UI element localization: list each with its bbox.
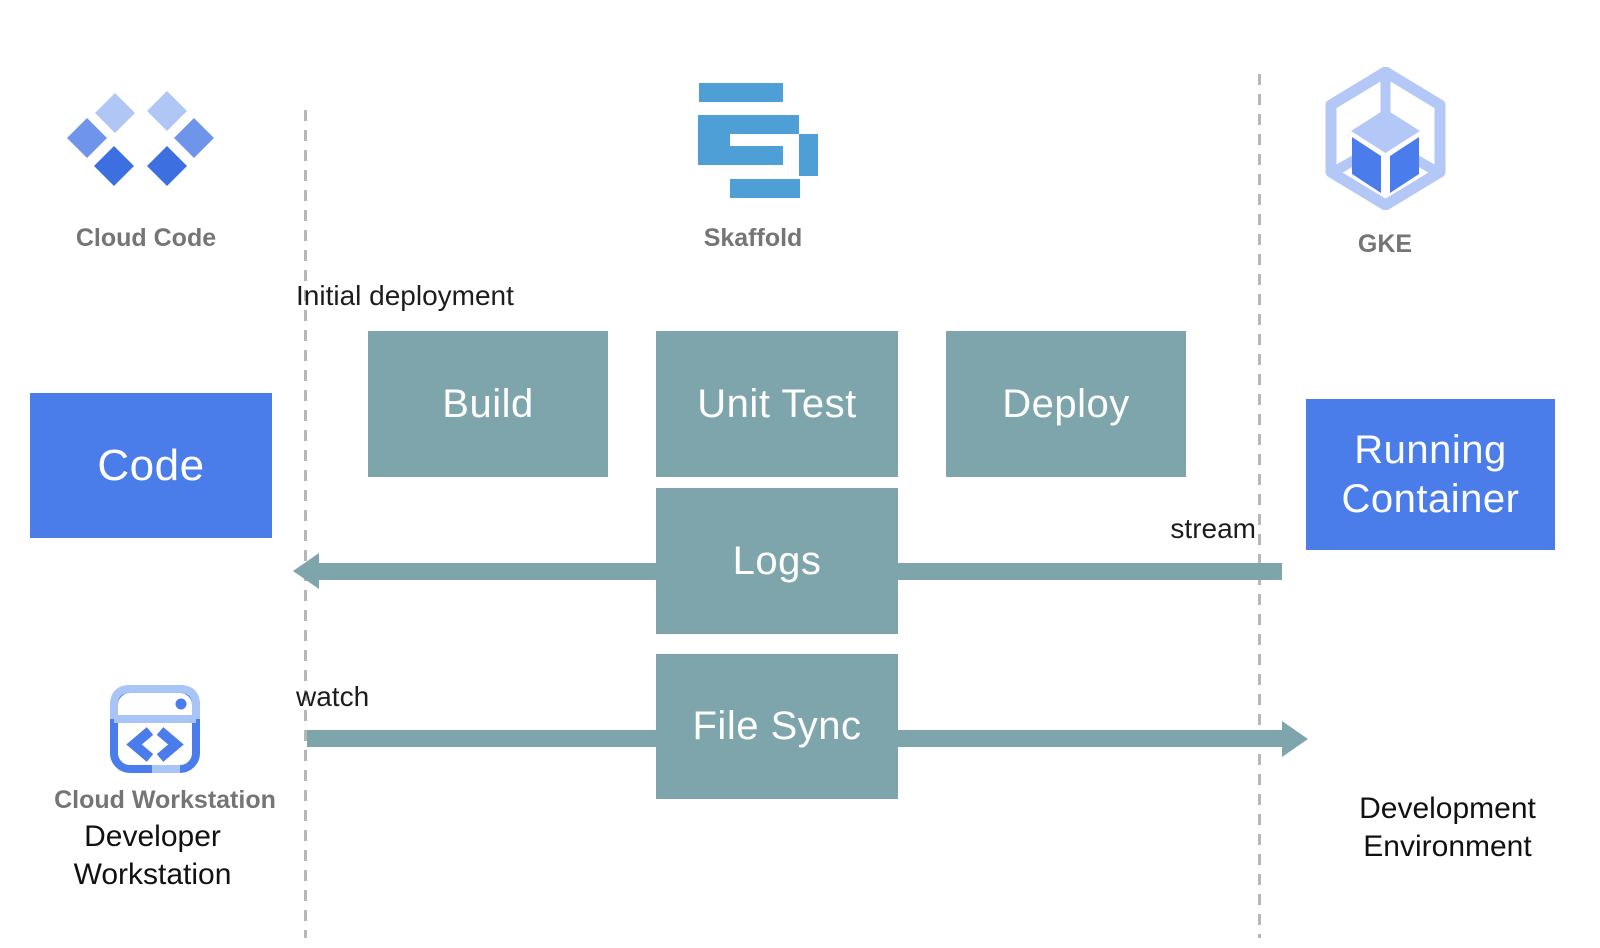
development-environment-label: Development Environment: [1359, 792, 1536, 864]
stream-label: stream: [1170, 513, 1256, 544]
cloud-workstation-label: Cloud Workstation: [54, 786, 276, 814]
file-sync-box: File Sync: [656, 654, 898, 799]
file-sync-arrowhead-right: [1282, 721, 1308, 757]
running-container-box: Running Container: [1306, 399, 1555, 550]
deploy-box-label: Deploy: [1002, 381, 1130, 426]
build-box-label: Build: [442, 381, 534, 426]
build-box: Build: [368, 331, 608, 477]
skaffold-icon: [698, 83, 818, 198]
cloud-code-label: Cloud Code: [75, 224, 217, 252]
unit-test-box-label: Unit Test: [697, 381, 857, 426]
running-container-box-label: Running Container: [1341, 427, 1520, 521]
logs-box-label: Logs: [732, 538, 822, 583]
initial-deployment-label: Initial deployment: [296, 280, 514, 311]
gke-icon: [1325, 67, 1446, 210]
gke-label: GKE: [1357, 230, 1413, 258]
column-divider-left: [304, 110, 307, 938]
deploy-box: Deploy: [946, 331, 1186, 477]
column-divider-right: [1258, 74, 1261, 938]
skaffold-label: Skaffold: [703, 224, 803, 252]
code-box: Code: [30, 393, 272, 538]
cloud-code-icon: [67, 91, 214, 186]
logs-arrowhead-left: [293, 553, 319, 589]
unit-test-box: Unit Test: [656, 331, 898, 477]
logs-box: Logs: [656, 488, 898, 634]
cloud-workstation-icon: [110, 685, 200, 773]
watch-label: watch: [296, 681, 370, 712]
code-box-label: Code: [97, 440, 205, 490]
file-sync-box-label: File Sync: [692, 704, 862, 749]
developer-workstation-label: Developer Workstation: [73, 820, 232, 892]
